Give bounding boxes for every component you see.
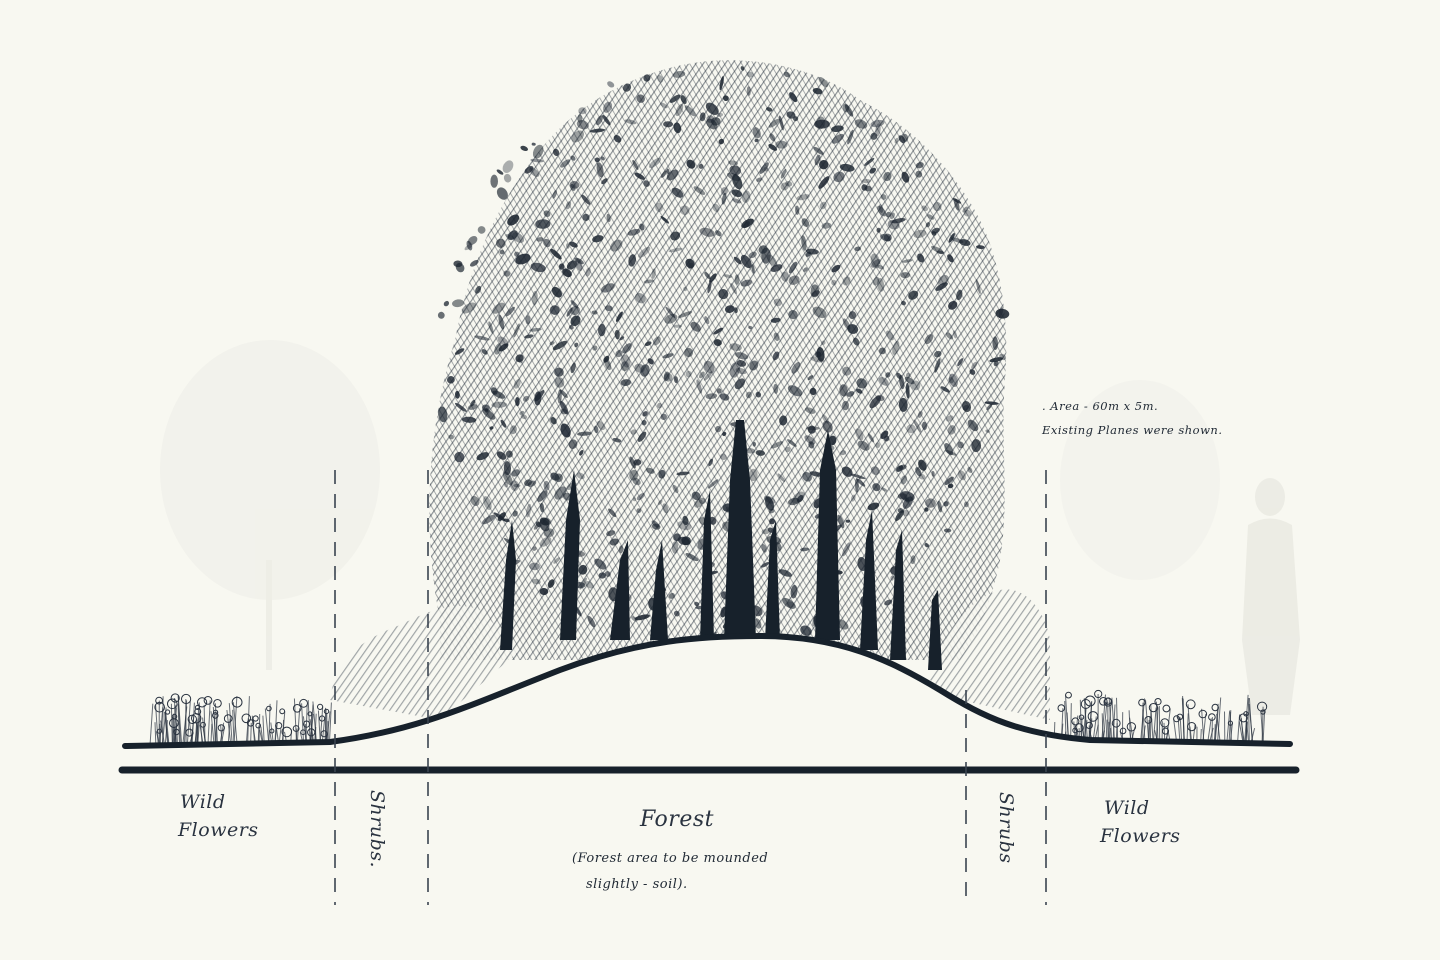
zone-dividers — [334, 470, 1047, 905]
area-note-line-2: Existing Planes were shown. — [1042, 423, 1223, 437]
mound-profile — [122, 632, 1293, 760]
forest-note-line-2: slightly - soil). — [586, 877, 688, 892]
forest-note-line-1: (Forest area to be mounded — [572, 851, 769, 866]
label-shrubs-left: Shrubs. — [366, 790, 388, 869]
label-wild-right-line-1: Wild — [1104, 797, 1150, 819]
faint-person-silhouette — [1242, 478, 1300, 715]
forest-note: (Forest area to be mounded slightly - so… — [572, 846, 768, 898]
label-wild-left-line-2: Flowers — [178, 819, 259, 841]
shrubs-left — [330, 605, 520, 720]
label-forest: Forest — [640, 807, 714, 832]
tree-trunks — [500, 420, 942, 670]
label-wild-flowers-left: Wild Flowers — [178, 788, 259, 844]
wildflowers-right — [1053, 689, 1268, 743]
label-wild-right-line-2: Flowers — [1100, 825, 1181, 847]
area-note-line-1: . Area - 60m x 5m. — [1042, 399, 1159, 413]
area-note: . Area - 60m x 5m. Existing Planes were … — [1042, 394, 1222, 442]
label-wild-left-line-1: Wild — [180, 791, 226, 813]
shrubs-right — [930, 589, 1050, 720]
faint-background-trees — [160, 340, 1220, 670]
label-shrubs-right: Shrubs — [995, 792, 1017, 864]
label-wild-flowers-right: Wild Flowers — [1100, 794, 1181, 850]
wildflowers-left — [149, 693, 332, 745]
